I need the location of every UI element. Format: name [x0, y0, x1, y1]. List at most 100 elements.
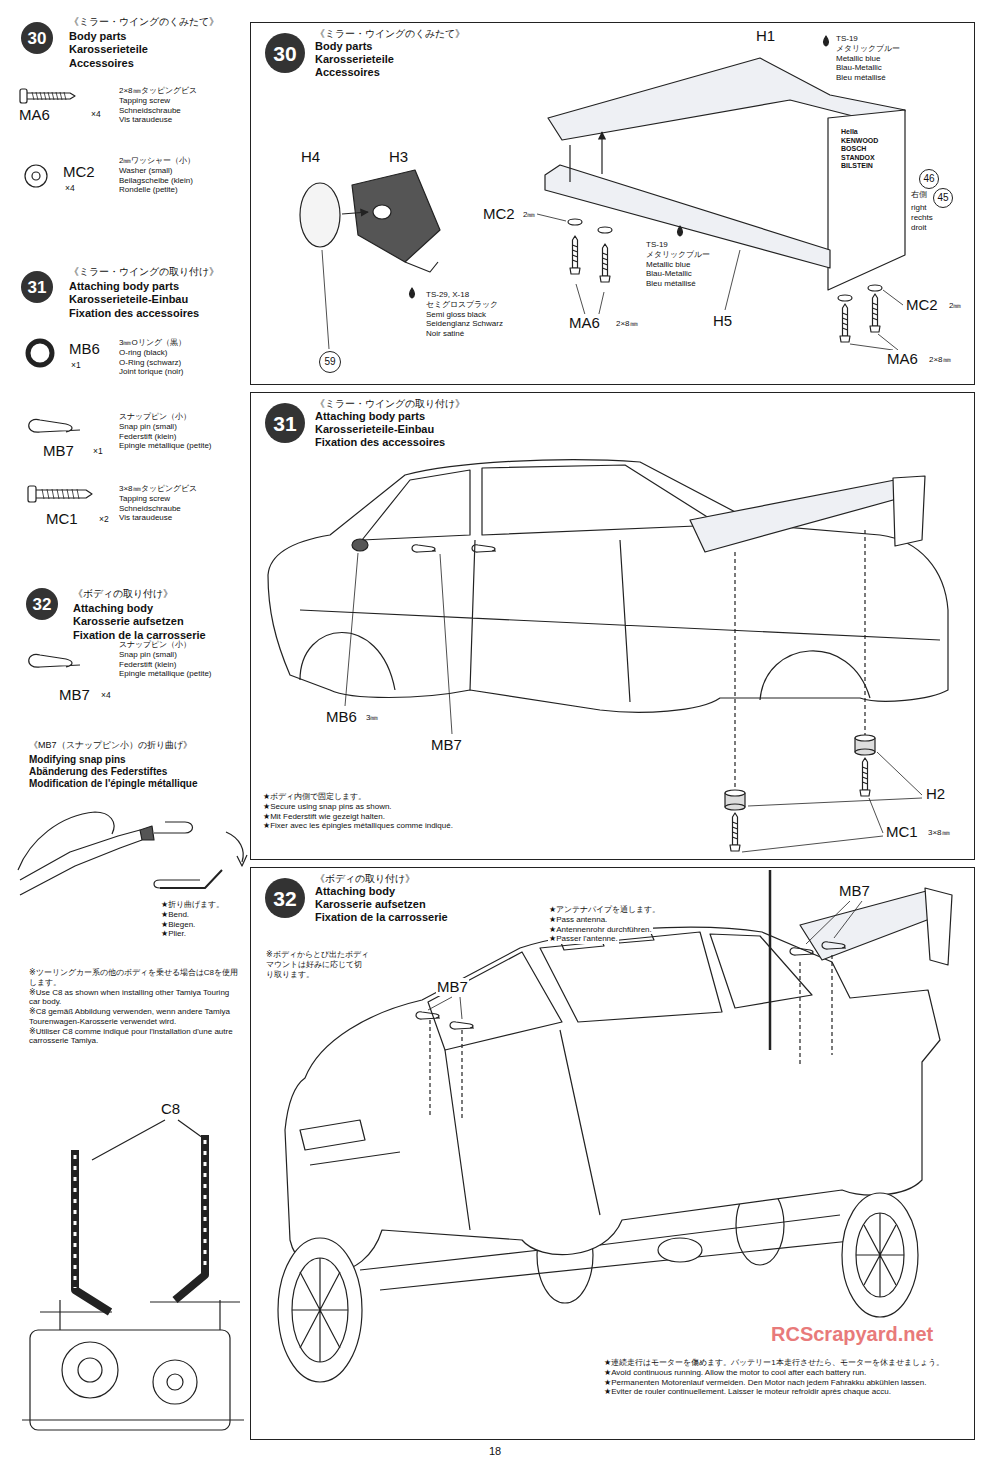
label-group: MC2 [905, 296, 945, 314]
label-text: ★Avoid continuous running. Allow the mot… [603, 1368, 867, 1378]
step-heading: 《ミラー・ウイングの取り付け》Attaching body partsKaros… [315, 398, 465, 450]
part-name: MC2 [62, 163, 96, 181]
label-text: ×2 [98, 514, 110, 524]
label-text: ★Eviter de rouler continuellement. Laiss… [603, 1387, 892, 1397]
label-text: ★連続走行はモーターを傷めます。バッテリー1本走行させたら、モーターを休ませまし… [603, 1358, 945, 1368]
step-number: 31 [21, 271, 53, 303]
label-text: TS-19 [835, 34, 859, 44]
callout-number: 59 [319, 351, 341, 373]
label-text: スナップピン（小） [118, 640, 192, 650]
callout-number: 45 [933, 188, 953, 208]
part-name: H5 [712, 312, 733, 330]
label-text: Schneidschraube [118, 106, 182, 116]
label-group: 3×8㎜タッピングビスTapping screwSchneidschraubeV… [118, 484, 248, 523]
label-text: 《ボディの取り付け》 [72, 588, 174, 600]
label-text: メタリックブルー [835, 44, 901, 54]
label-group: Modifying snap pinsAbänderung des Feders… [28, 754, 248, 791]
label-text: ★Passer l'antenne. [548, 934, 619, 944]
heading-jp: 《ミラー・ウイングのくみたて》 [315, 28, 465, 40]
label-text: メタリックブルー [645, 250, 711, 260]
part-name: H1 [755, 27, 776, 45]
label-text: TS-29, X-18 [425, 290, 470, 300]
label-text: RCScrapyard.net [770, 1322, 934, 1346]
label-group: スナップピン（小）Snap pin (small)Federstift (kle… [118, 412, 248, 451]
label-text: Snap pin (small) [118, 422, 178, 432]
label-text: STANDOX [840, 154, 876, 163]
label-group: rightrechtsdroit [910, 203, 955, 232]
part-name: C8 [160, 1100, 181, 1118]
part-name: MB6 [325, 708, 358, 726]
step-panel: 《ミラー・ウイングの取り付け》Attaching body partsKaros… [250, 392, 975, 860]
label-group: ★ボディ内側で固定します。★Secure using snap pins as … [262, 792, 542, 831]
label-text: Washer (small) [118, 166, 173, 176]
circle-number: 32 [33, 596, 52, 613]
label-text: O-ring (black) [118, 348, 168, 358]
label-text: Epingle métallique (petite) [118, 669, 213, 679]
label-group: MC1 [45, 510, 90, 528]
step-heading: 《ボディの取り付け》Attaching bodyKarosserie aufse… [315, 873, 448, 925]
label-text: ×4 [90, 109, 102, 119]
step-number: 32 [265, 878, 305, 918]
heading-jp: 《ミラー・ウイングの取り付け》 [315, 398, 465, 410]
label-text: ★アンテナパイプを通します。 [548, 905, 661, 915]
label-group: ★折り曲げます。★Bend.★Biegen.★Plier. [160, 900, 240, 939]
step-number: 31 [265, 403, 305, 443]
label-text: Beilagscheibe (klein) [118, 176, 194, 186]
label-text: 2㎜ [948, 301, 962, 311]
label-group: 2×8㎜タッピングビスTapping screwSchneidschraubeV… [118, 86, 248, 125]
label-text: ※C8 gemäß Abbildung verwenden, wenn ande… [28, 1007, 243, 1027]
label-text: Karosserieteile-Einbau [68, 293, 189, 306]
label-group: 3㎜Oリング（黒）O-ring (black)O-Ring (schwarz)J… [118, 338, 248, 377]
label-text: ※Utiliser C8 comme indiqué pour l'instal… [28, 1027, 243, 1047]
circle-number: 31 [273, 413, 296, 434]
label-group: TS-19メタリックブルーMetallic blueBlau-MetallicB… [835, 34, 925, 83]
label-text: 《ミラー・ウイングの取り付け》 [68, 266, 220, 278]
label-group: TS-29, X-18セミグロスブラックSemi gloss blackSeid… [425, 290, 535, 339]
label-text: Vis taraudeuse [118, 115, 173, 125]
heading-text: Fixation de la carrosserie [315, 911, 448, 924]
part-name: MA6 [886, 350, 919, 368]
circle-number: 30 [273, 43, 296, 64]
part-name: MB7 [430, 736, 463, 754]
label-text: 2×8㎜タッピングビス [118, 86, 198, 96]
label-text: 18 [488, 1445, 502, 1458]
heading-text: Attaching body [315, 885, 395, 898]
label-text: ★Secure using snap pins as shown. [262, 802, 393, 812]
label-text: ★Biegen. [160, 920, 196, 930]
label-group: ×2 [98, 514, 123, 524]
label-text: 2㎜ [522, 210, 536, 220]
label-text: 右側 [910, 190, 928, 200]
label-text: Epingle métallique (petite) [118, 441, 213, 451]
label-text: 3×8㎜タッピングビス [118, 484, 198, 494]
label-group: 《ボディの取り付け》 [72, 588, 247, 600]
circle-number: 32 [273, 888, 296, 909]
label-text: 《MB7（スナップピン小）の折り曲げ》 [28, 740, 193, 751]
label-group: 3×8㎜ [927, 828, 967, 838]
label-group: 《MB7（スナップピン小）の折り曲げ》 [28, 740, 243, 751]
label-text: Accessoires [68, 57, 135, 70]
part-name: H2 [925, 785, 946, 803]
label-group: ×4 [90, 109, 115, 119]
part-name: MC1 [45, 510, 79, 528]
label-text: O-Ring (schwarz) [118, 358, 182, 368]
label-text: ×4 [100, 690, 112, 700]
label-group: H5 [712, 312, 742, 330]
label-group: H4 [300, 148, 330, 166]
label-text: ★折り曲げます。 [160, 900, 225, 910]
label-text: Karosserieteile [68, 43, 149, 56]
label-text: ★Permanenten Motorenlauf vermeiden. Den … [603, 1378, 927, 1388]
label-text: Semi gloss black [425, 310, 487, 320]
label-text: right [910, 203, 928, 213]
callout-number: 46 [919, 169, 939, 189]
part-name: MB6 [68, 340, 101, 358]
heading-text: Accessoires [315, 66, 380, 79]
label-text: ★Antennenrohr durchführen. [548, 925, 653, 935]
circle-number: 31 [28, 279, 47, 296]
part-name: MB7 [436, 978, 469, 996]
label-text: ×1 [92, 446, 104, 456]
label-group: MB7 [58, 686, 103, 704]
part-name: MC2 [482, 205, 516, 223]
label-text: Modifying snap pins [28, 754, 127, 766]
label-text: Bleu métallisé [645, 279, 697, 289]
label-text: ★ボディ内側で固定します。 [262, 792, 367, 802]
